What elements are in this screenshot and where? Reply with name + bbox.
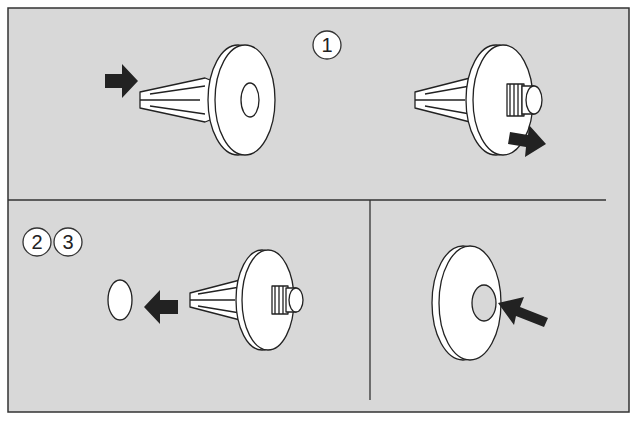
callout-number: 2 bbox=[23, 228, 51, 256]
callout-number: 3 bbox=[54, 228, 82, 256]
callout-number: 1 bbox=[313, 31, 341, 59]
